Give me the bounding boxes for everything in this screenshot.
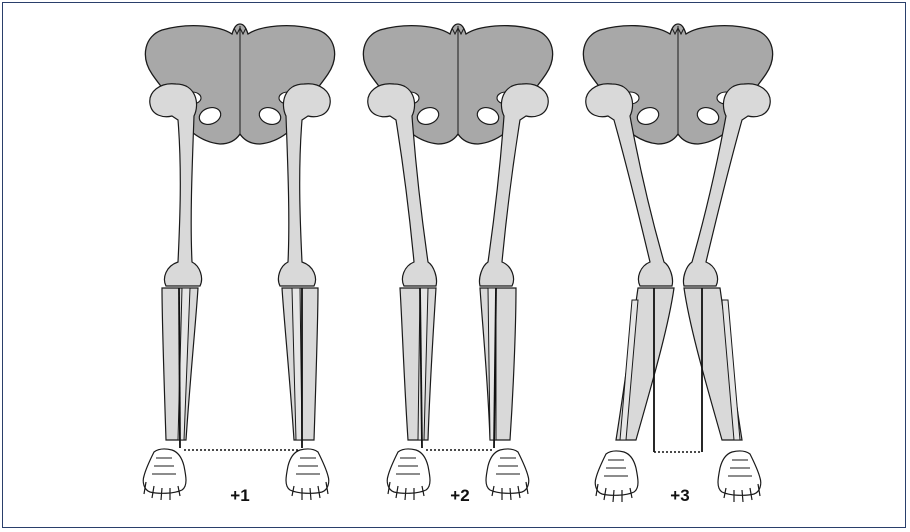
panel-grade-2 xyxy=(363,24,552,500)
panel-grade-1 xyxy=(143,24,334,500)
grade-label-3: +3 xyxy=(650,486,710,506)
right-femur xyxy=(278,84,330,286)
grade-label-2: +2 xyxy=(430,486,490,506)
left-femur xyxy=(150,84,202,286)
grade-label-1: +1 xyxy=(210,486,270,506)
panel-grade-3 xyxy=(583,24,772,502)
